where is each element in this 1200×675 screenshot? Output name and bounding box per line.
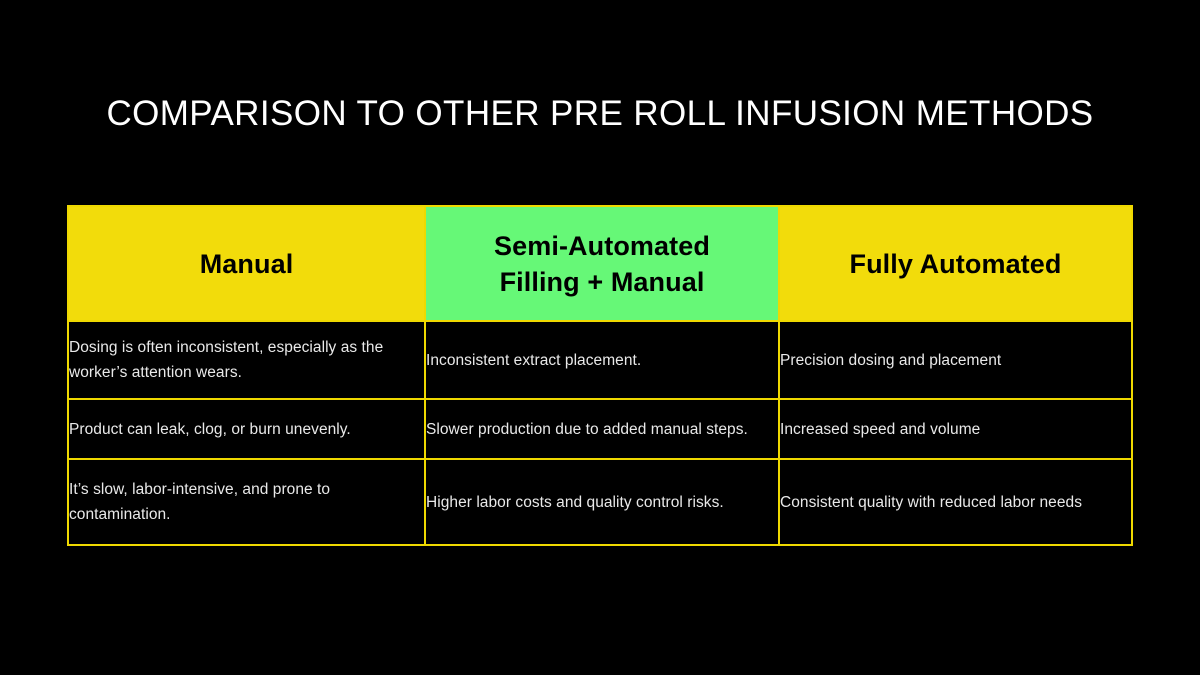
cell-fully-3: Consistent quality with reduced labor ne… — [778, 458, 1133, 546]
cell-manual-3: It’s slow, labor-intensive, and prone to… — [67, 458, 426, 546]
table-row: Dosing is often inconsistent, especially… — [67, 320, 1133, 400]
cell-semi-3: Higher labor costs and quality control r… — [424, 458, 780, 546]
column-header-semi-automated: Semi-Automated Filling + Manual — [424, 205, 780, 322]
table-row: It’s slow, labor-intensive, and prone to… — [67, 458, 1133, 546]
cell-semi-2: Slower production due to added manual st… — [424, 398, 780, 460]
column-header-semi-automated-line-2: Filling + Manual — [499, 266, 705, 297]
cell-fully-2: Increased speed and volume — [778, 398, 1133, 460]
cell-manual-1: Dosing is often inconsistent, especially… — [67, 320, 426, 400]
cell-semi-1: Inconsistent extract placement. — [424, 320, 780, 400]
table-body: Dosing is often inconsistent, especially… — [67, 320, 1133, 546]
table-header-row: Manual Semi-Automated Filling + Manual F… — [67, 205, 1133, 322]
column-header-fully-automated: Fully Automated — [778, 205, 1133, 322]
column-header-manual: Manual — [67, 205, 426, 322]
column-header-semi-automated-line-1: Semi-Automated — [494, 230, 710, 261]
page-title: Comparison to Other Pre Roll Infusion Me… — [106, 94, 1094, 133]
cell-manual-2: Product can leak, clog, or burn unevenly… — [67, 398, 426, 460]
cell-fully-1: Precision dosing and placement — [778, 320, 1133, 400]
table-header: Manual Semi-Automated Filling + Manual F… — [67, 205, 1133, 322]
table-row: Product can leak, clog, or burn unevenly… — [67, 398, 1133, 460]
column-header-fully-automated-line-1: Fully Automated — [849, 248, 1062, 279]
column-header-manual-line-1: Manual — [199, 248, 294, 279]
comparison-table: Manual Semi-Automated Filling + Manual F… — [67, 205, 1133, 546]
